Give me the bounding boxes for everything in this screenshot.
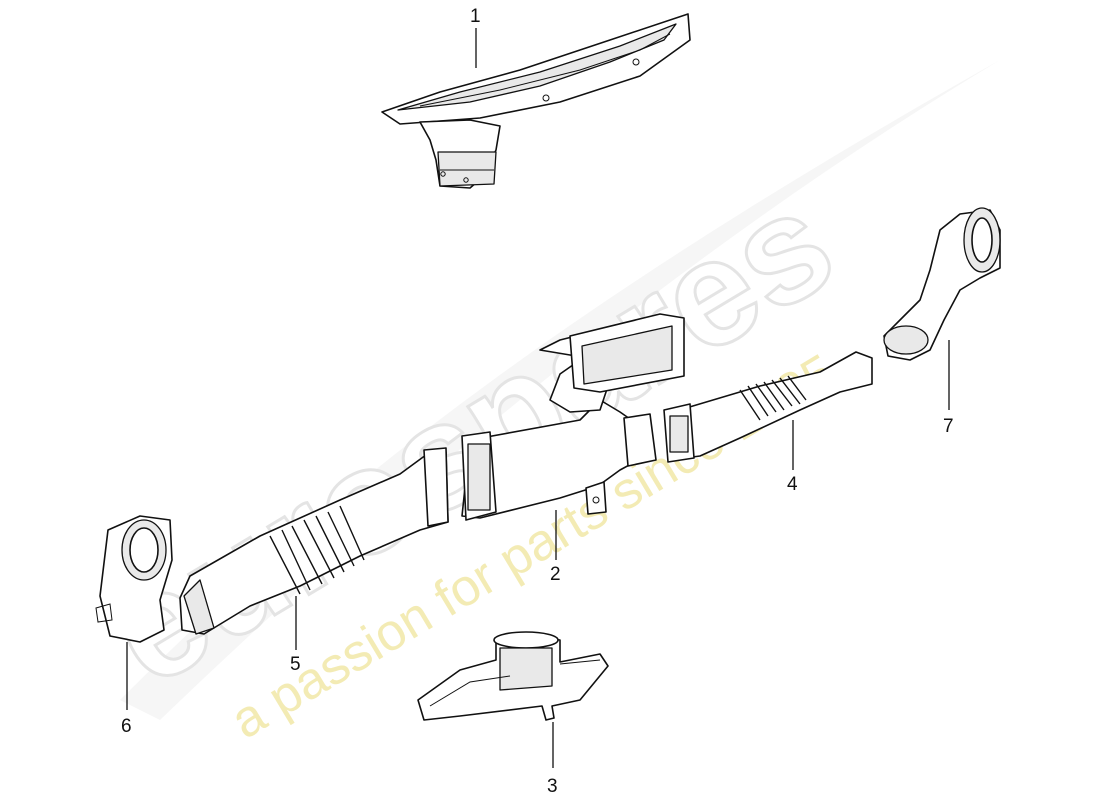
part-5-left-bellows-duct — [179, 447, 449, 635]
part-1-upper-duct — [381, 13, 691, 189]
callouts: 1 2 3 4 5 6 7 — [121, 6, 954, 797]
callout-5: 5 — [290, 654, 301, 675]
part-3-floor-duct — [417, 631, 609, 721]
callout-3: 3 — [547, 776, 558, 797]
callout-7: 7 — [943, 416, 954, 437]
watermark-swoosh — [120, 60, 1000, 720]
part-4-right-bellows-duct — [663, 351, 873, 463]
leader-lines — [126, 28, 950, 768]
part-6-left-outlet-elbow — [95, 515, 173, 643]
part-2-center-duct — [461, 313, 685, 521]
callout-2: 2 — [550, 564, 561, 585]
part-7-right-outlet-elbow — [883, 207, 1001, 361]
callout-4: 4 — [787, 474, 798, 495]
callout-1: 1 — [470, 6, 481, 27]
callout-6: 6 — [121, 716, 132, 737]
